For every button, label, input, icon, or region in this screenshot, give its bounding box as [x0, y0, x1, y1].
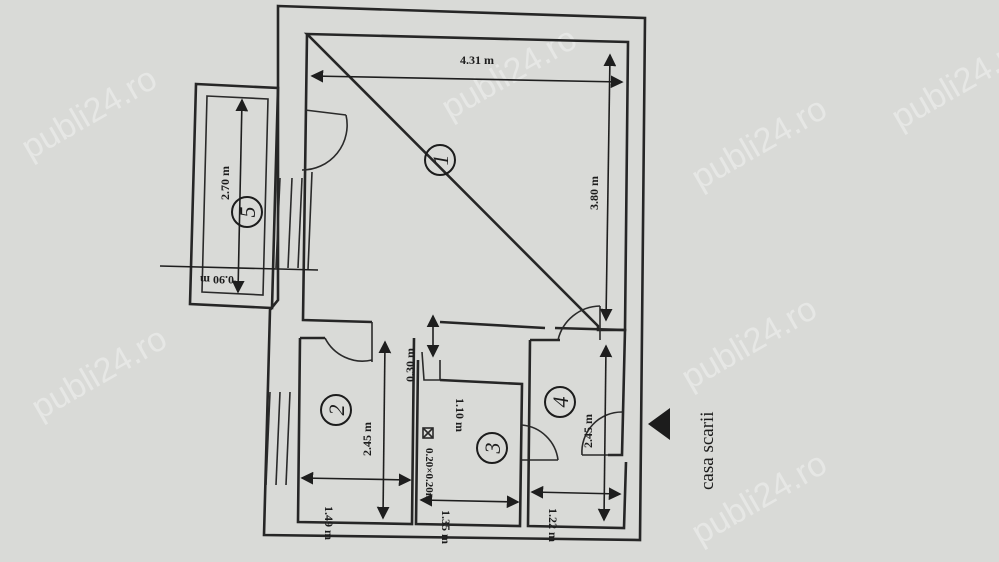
- room1-length-label: 3.80 m: [587, 176, 601, 210]
- room-number-3: 3: [476, 432, 508, 464]
- balcony-door: [301, 109, 348, 171]
- balcony-width-label: 0.90 m: [200, 273, 234, 287]
- room-number-1: 1: [424, 144, 456, 176]
- room-number-text: 4: [548, 397, 573, 408]
- room3-width-label: 1.35 m: [439, 510, 453, 544]
- triangle-icon: [648, 408, 670, 440]
- dimension-lines: [159, 53, 624, 522]
- watermark: publi24.ro: [25, 319, 173, 427]
- room-number-text: 5: [235, 207, 260, 218]
- balcony-outline: [188, 82, 313, 310]
- dimension-labels: 4.31 m 3.80 m 2.70 m 0.90 m 2.45 m 1.49 …: [200, 53, 601, 544]
- watermark: publi24.ro: [435, 19, 583, 127]
- balcony-length-label: 2.70 m: [218, 166, 232, 200]
- stair-marker: casa scarii: [648, 408, 718, 490]
- outer-walls: [262, 4, 647, 542]
- room-number-text: 1: [428, 155, 453, 166]
- duct-label: 0.20×0.20m: [423, 448, 435, 502]
- room-number-5: 5: [231, 196, 263, 228]
- stair-label: casa scarii: [697, 411, 718, 490]
- room2-width-label: 1.49 m: [322, 506, 336, 540]
- room-number-4: 4: [544, 386, 576, 418]
- room4-width-label: 1.22 m: [546, 508, 560, 542]
- watermark: publi24.ro: [15, 59, 163, 167]
- watermark: publi24.ro: [675, 289, 823, 397]
- room4-walls: [526, 305, 628, 530]
- room-number-text: 2: [324, 405, 349, 416]
- room-number-text: 3: [480, 443, 505, 455]
- room1-width-label: 4.31 m: [460, 53, 494, 67]
- watermark-group: publi24.ro publi24.ro publi24.ro publi24…: [15, 19, 999, 552]
- watermark: publi24.ro: [685, 89, 833, 197]
- room4-length-label: 2.45 m: [581, 414, 595, 448]
- wall-gap-label: 0.30 m: [403, 348, 417, 382]
- watermark: publi24.ro: [885, 29, 999, 137]
- room2-walls: [265, 322, 416, 526]
- room-number-2: 2: [320, 394, 352, 426]
- room2-length-label: 2.45 m: [360, 422, 374, 456]
- room3-length-label: 1.10 m: [453, 398, 467, 432]
